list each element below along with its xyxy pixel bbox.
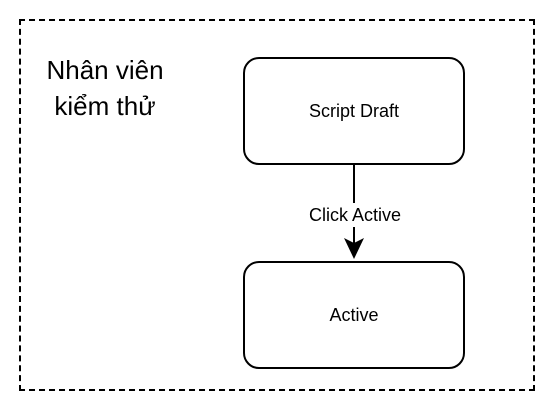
transition-label: Click Active xyxy=(290,203,420,227)
state-label: Active xyxy=(329,304,379,325)
state-script-draft[interactable]: Script Draft xyxy=(243,57,465,165)
state-active[interactable]: Active xyxy=(243,261,465,369)
swimlane-frame xyxy=(19,19,535,391)
swimlane-label: Nhân viên kiểm thử xyxy=(46,55,164,121)
state-label: Script Draft xyxy=(308,100,400,121)
